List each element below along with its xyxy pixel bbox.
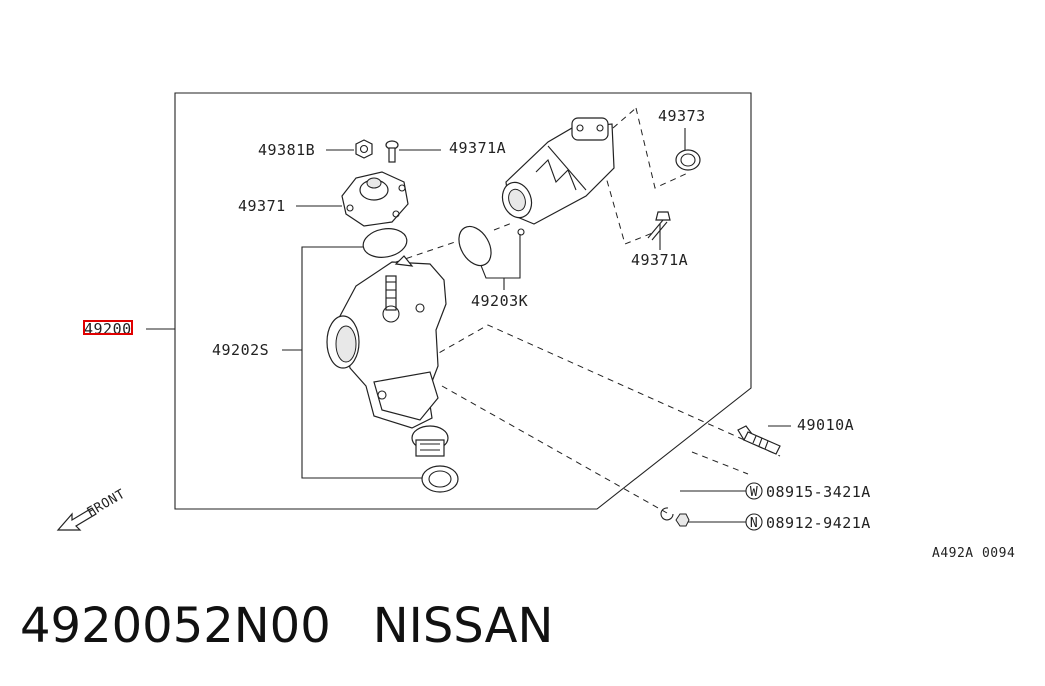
cover-49371-drawing xyxy=(341,171,409,227)
seal-kit-drawing xyxy=(458,225,525,267)
front-label: FRONT xyxy=(85,487,129,521)
label-49371a-right[interactable]: 49371A xyxy=(631,251,688,269)
front-arrow-icon xyxy=(56,507,97,531)
part-number: 4920052N00 xyxy=(20,598,331,654)
housing-drawing xyxy=(501,117,615,225)
label-49371a-top[interactable]: 49371A xyxy=(449,139,506,157)
bolt-49371a-top-drawing xyxy=(385,140,399,163)
clamp-49373-drawing xyxy=(675,149,701,171)
assembly-frame xyxy=(174,92,752,510)
gear-box-49202s-drawing xyxy=(326,255,449,457)
label-49373[interactable]: 49373 xyxy=(658,107,706,125)
leader-lines xyxy=(146,128,791,523)
bolt-49371a-right-drawing xyxy=(647,211,671,241)
mount-bolt-49010a-drawing xyxy=(737,425,781,455)
label-49200[interactable]: 49200 xyxy=(84,320,132,338)
label-49010a[interactable]: 49010A xyxy=(797,416,854,434)
alignment-lines xyxy=(395,107,781,514)
parts-diagram: W N FRONT 49200 49202S 49381B 49371A 493… xyxy=(56,92,1015,561)
gasket-ring xyxy=(362,228,408,258)
label-08912-9421a[interactable]: 08912-9421A xyxy=(766,514,871,532)
washer-marker-circle xyxy=(745,482,763,500)
bottom-seal-drawing xyxy=(421,465,459,493)
brand-name: NISSAN xyxy=(372,598,554,654)
label-08915-3421a[interactable]: 08915-3421A xyxy=(766,483,871,501)
highlight-box xyxy=(83,320,133,335)
footer: 4920052N00 NISSAN xyxy=(20,596,553,656)
nut-49381b-drawing xyxy=(355,139,373,159)
nut-drawing xyxy=(675,513,690,527)
nut-marker-letter: N xyxy=(750,516,758,531)
label-49381b[interactable]: 49381B xyxy=(258,141,315,159)
label-49202s[interactable]: 49202S xyxy=(212,341,269,359)
label-49371[interactable]: 49371 xyxy=(238,197,286,215)
label-49203k[interactable]: 49203K xyxy=(471,292,528,310)
washer-marker-letter: W xyxy=(750,485,758,500)
reference-code: A492A 0094 xyxy=(932,546,1015,561)
washer-drawing xyxy=(660,507,674,521)
nut-marker-circle xyxy=(745,513,763,531)
